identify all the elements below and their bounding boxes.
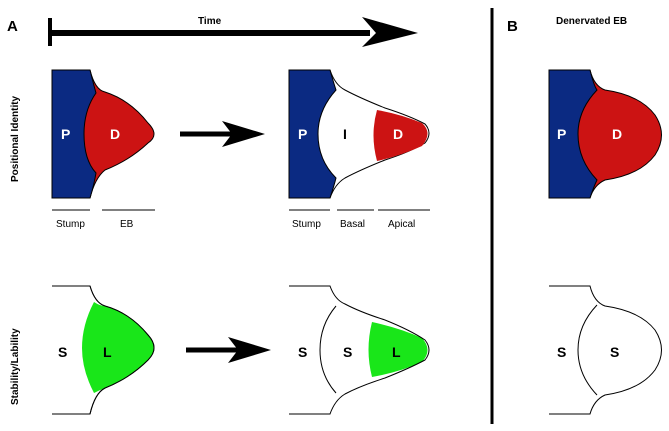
bottom-left-l-label: L	[103, 344, 112, 360]
row-label-stability-lability: Stability/Lability	[10, 328, 21, 405]
transition-arrow-top-icon	[180, 121, 265, 147]
top-mid-limb	[288, 69, 430, 199]
top-mid-stump-label: Stump	[292, 219, 321, 230]
row-label-positional-identity: Positional Identity	[10, 95, 21, 182]
top-left-eb-label: EB	[120, 219, 134, 230]
top-mid-p-label: P	[298, 126, 307, 142]
top-mid-i-label: I	[343, 126, 347, 142]
top-mid-d-label: D	[393, 126, 403, 142]
bottom-left-limb	[52, 285, 155, 415]
top-left-d-label: D	[110, 126, 120, 142]
bottom-mid-limb	[289, 285, 430, 415]
top-mid-apical-label: Apical	[388, 219, 415, 230]
panel-a-label: A	[7, 18, 18, 35]
bottom-left-s-label: S	[58, 344, 67, 360]
bottom-right-limb	[549, 285, 662, 415]
time-label: Time	[198, 16, 222, 27]
bottom-right-s2-label: S	[610, 344, 619, 360]
panel-b-label: B	[507, 18, 518, 35]
top-left-limb	[51, 69, 155, 199]
top-right-d-label: D	[612, 126, 622, 142]
top-mid-basal-label: Basal	[340, 219, 365, 230]
top-right-limb	[548, 69, 662, 199]
time-arrow-icon	[48, 17, 418, 47]
bottom-mid-s1-label: S	[298, 344, 307, 360]
panel-b-title: Denervated EB	[556, 16, 627, 27]
bottom-mid-l-label: L	[392, 344, 401, 360]
bottom-mid-s2-label: S	[343, 344, 352, 360]
bottom-right-s1-label: S	[557, 344, 566, 360]
top-right-p-label: P	[557, 126, 566, 142]
top-left-stump-label: Stump	[56, 219, 85, 230]
top-left-p-label: P	[61, 126, 70, 142]
transition-arrow-bottom-icon	[186, 337, 271, 363]
